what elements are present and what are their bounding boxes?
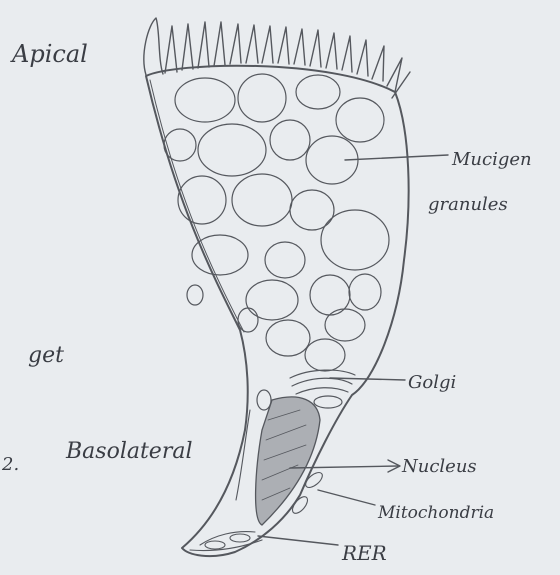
label-nucleus: Nucleus [401, 456, 477, 477]
microvilli [144, 18, 410, 98]
margin-text-mark: 2. [1, 454, 19, 475]
label-golgi: Golgi [408, 372, 456, 393]
nucleus-shape [256, 397, 320, 525]
margin-text-get: get [28, 343, 64, 368]
rer-leader [258, 536, 338, 545]
label-apical: Apical [10, 40, 88, 68]
label-mucigen: Mucigen [451, 149, 532, 170]
mitochondria-leader [318, 490, 375, 505]
label-granules: granules [428, 194, 508, 215]
mucigen-leader [345, 155, 448, 160]
label-rer: RER [341, 541, 387, 565]
label-basolateral: Basolateral [65, 439, 193, 464]
label-mitochondria: Mitochondria [377, 503, 494, 523]
rer-shape [190, 532, 262, 551]
mucigen-granules [164, 74, 389, 371]
